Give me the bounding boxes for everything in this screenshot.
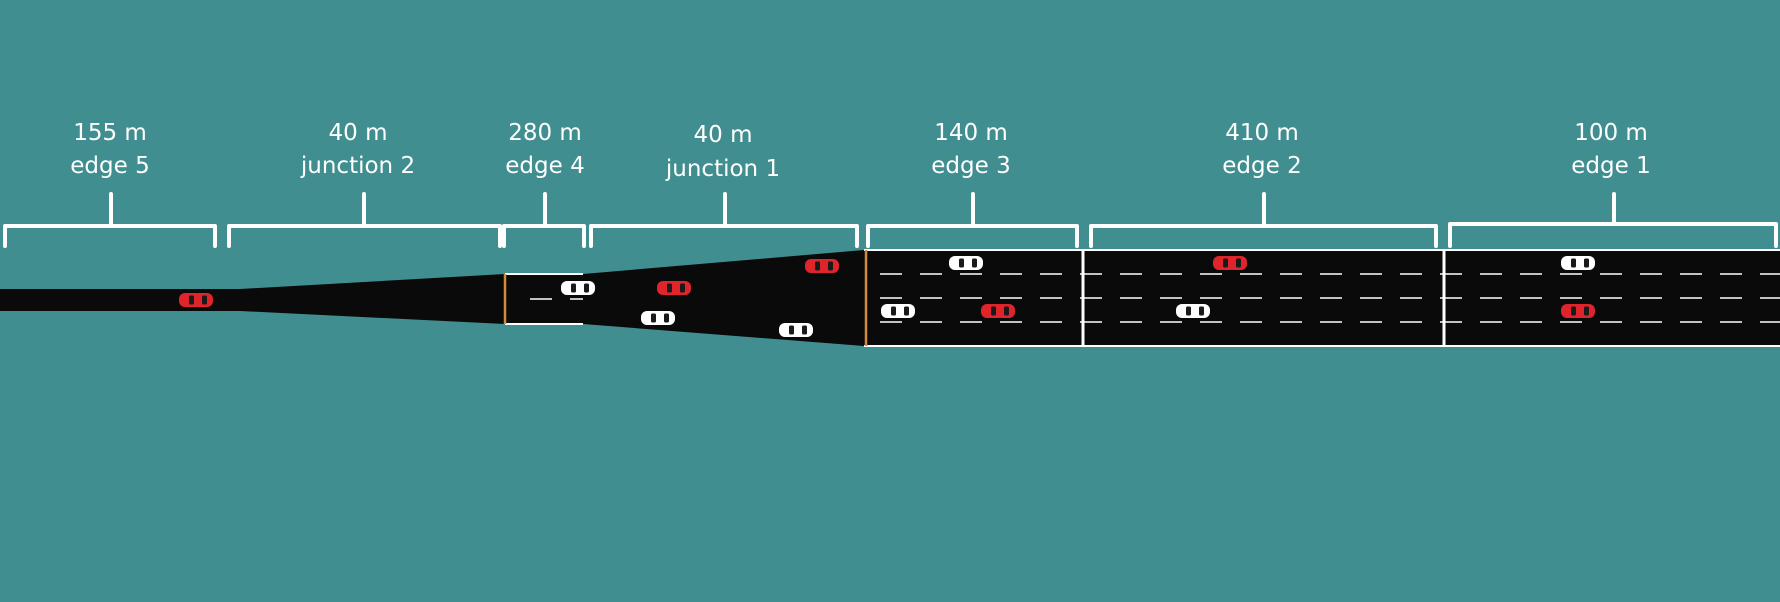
car-red (657, 281, 691, 295)
segment-brace (502, 192, 586, 248)
car-red (179, 293, 213, 307)
segment-label-edge1: 100 m edge 1 (1448, 120, 1778, 248)
car-white (779, 323, 813, 337)
segment-label-edge5: 155 m edge 5 (3, 120, 217, 248)
segment-name: edge 1 (1571, 153, 1650, 179)
segment-brace (589, 192, 859, 248)
segment-brace (3, 192, 217, 248)
segment-length: 410 m (1225, 120, 1299, 146)
car-white (881, 304, 915, 318)
car-white (1176, 304, 1210, 318)
segment-label-junction2: 40 m junction 2 (227, 120, 502, 248)
segment-label-edge3: 140 m edge 3 (866, 120, 1079, 248)
segment-name: edge 2 (1222, 153, 1301, 179)
car-white (561, 281, 595, 295)
segment-name: junction 2 (300, 153, 415, 179)
car-white (949, 256, 983, 270)
car-red (1213, 256, 1247, 270)
car-red (1561, 304, 1595, 318)
car-red (805, 259, 839, 273)
segment-length: 100 m (1574, 120, 1648, 146)
segment-label-edge2: 410 m edge 2 (1089, 120, 1438, 248)
segment-length: 280 m (508, 120, 582, 146)
segment-brace (1089, 192, 1438, 248)
car-white (641, 311, 675, 325)
segment-length: 140 m (934, 120, 1008, 146)
segment-brace (227, 192, 502, 248)
segment-length: 40 m (329, 120, 388, 146)
segment-name: junction 1 (665, 156, 780, 182)
road-junction2 (240, 274, 505, 324)
segment-brace (1448, 192, 1778, 248)
segment-length: 40 m (694, 122, 753, 148)
road-edge5 (0, 289, 240, 311)
segment-name: edge 5 (70, 153, 149, 179)
car-red (981, 304, 1015, 318)
segment-label-junction1: 40 m junction 1 (589, 122, 859, 248)
car-white (1561, 256, 1595, 270)
road (0, 249, 1780, 347)
segment-brace (866, 192, 1079, 248)
vehicles (179, 256, 1595, 337)
segment-name: edge 4 (505, 153, 584, 179)
segment-label-edge4: 280 m edge 4 (502, 120, 586, 248)
segment-name: edge 3 (931, 153, 1010, 179)
segment-length: 155 m (73, 120, 147, 146)
